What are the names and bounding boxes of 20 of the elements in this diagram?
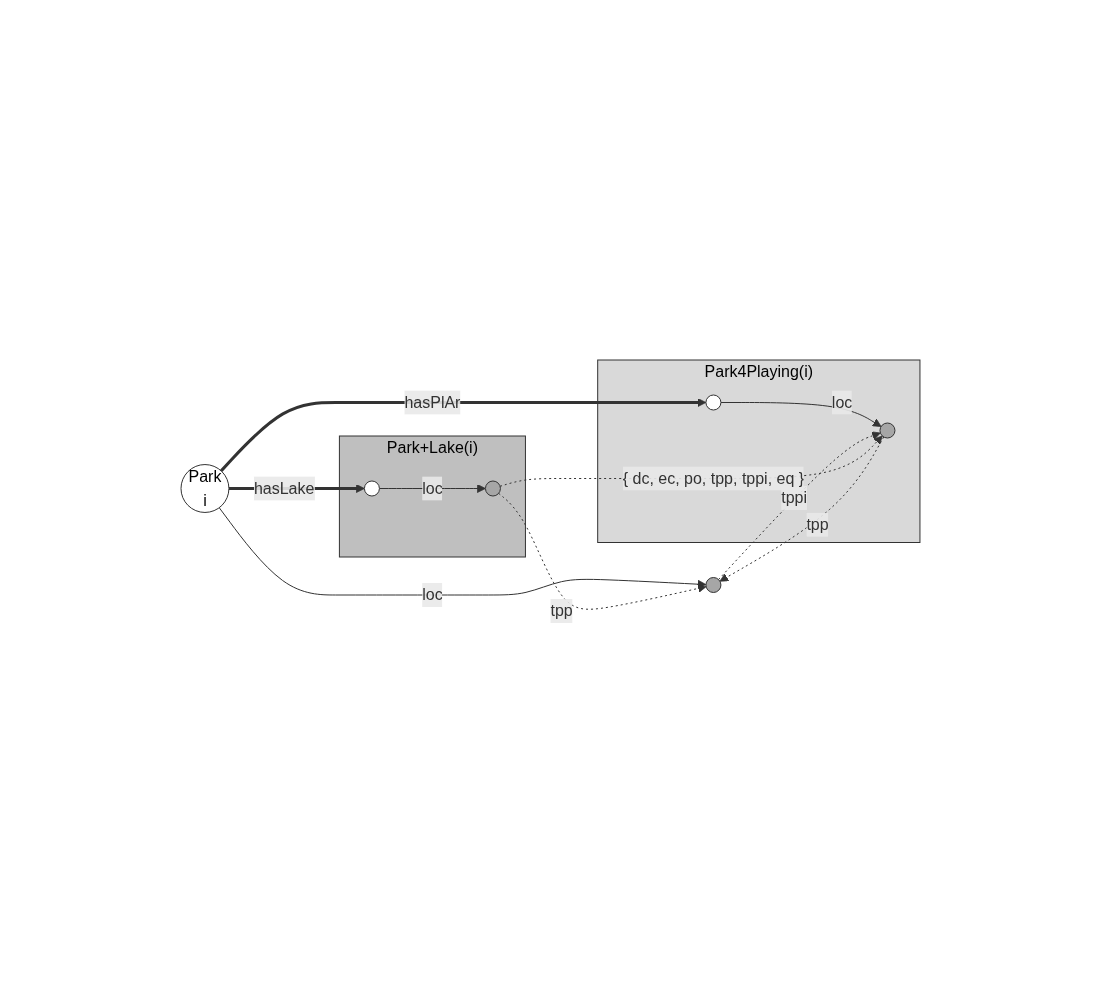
node-circle (363, 480, 380, 496)
node-circle (484, 480, 501, 496)
edge-label: tpp (550, 601, 573, 619)
node-circle: Park i (180, 463, 230, 513)
edge-label: hasPlAr (404, 393, 461, 410)
edge-label: loc (422, 585, 443, 603)
node-circle (879, 422, 896, 438)
edge-label: hasLake (253, 479, 315, 496)
arrow (218, 506, 707, 595)
arrow (720, 401, 882, 427)
node-circle (705, 394, 722, 410)
edge-label: { dc, ec, po, tpp, tppi, eq } (622, 469, 805, 486)
arrow (378, 483, 486, 493)
edge-label: loc (831, 393, 853, 410)
edge-label: loc (422, 479, 443, 496)
edge-label: tpp (806, 515, 829, 533)
edge-label: tppi (781, 488, 808, 506)
arrow (220, 397, 707, 472)
node-circle (705, 576, 722, 593)
arrow (498, 492, 707, 610)
